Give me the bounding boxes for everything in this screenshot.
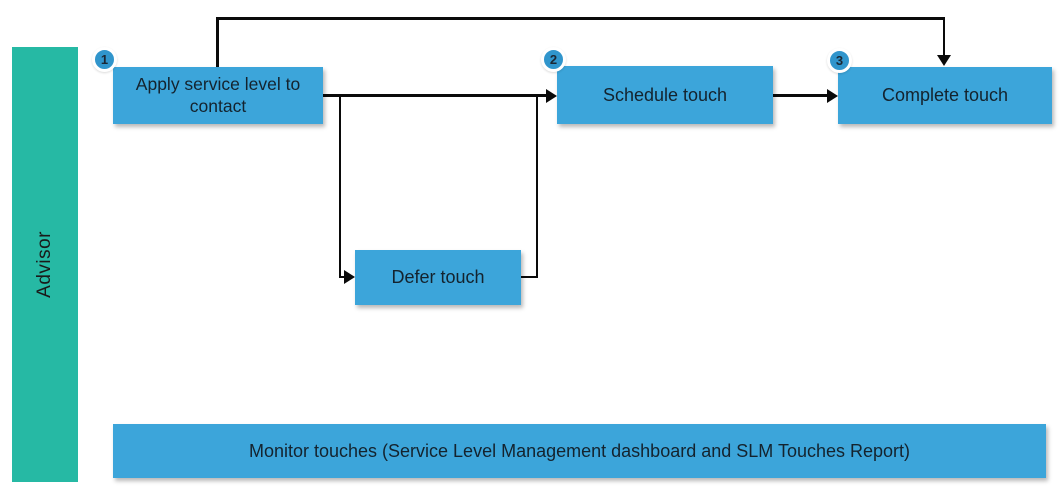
step-badge-2-number: 2 <box>549 52 558 67</box>
node-monitor-touches: Monitor touches (Service Level Managemen… <box>113 424 1046 478</box>
node-schedule-touch-label: Schedule touch <box>602 84 728 105</box>
connector-loop-up-from-apply <box>216 17 219 67</box>
connector-apply-to-schedule <box>323 94 547 97</box>
node-complete-touch-label: Complete touch <box>881 85 1009 106</box>
step-badge-3-number: 3 <box>835 53 844 68</box>
step-badge-3: 3 <box>827 48 852 73</box>
node-apply-service-level-label: Apply service level to contact <box>135 73 301 116</box>
connector-branch-into-defer <box>338 275 346 278</box>
node-apply-service-level: Apply service level to contact <box>113 67 323 124</box>
connector-defer-return-horizontal <box>521 275 538 278</box>
connector-loop-top-horizontal <box>216 17 945 20</box>
connector-branch-down-to-defer <box>338 94 341 277</box>
arrowhead-into-schedule <box>546 88 557 103</box>
arrowhead-into-defer <box>344 270 355 284</box>
arrowhead-into-complete <box>827 88 838 103</box>
step-badge-2: 2 <box>541 47 566 72</box>
step-badge-1-number: 1 <box>100 52 109 67</box>
connector-defer-return-vertical <box>535 94 538 278</box>
node-defer-touch: Defer touch <box>355 250 521 305</box>
connector-loop-down-to-complete <box>942 17 945 57</box>
node-schedule-touch: Schedule touch <box>557 66 773 124</box>
step-badge-1: 1 <box>92 47 117 72</box>
node-monitor-touches-label: Monitor touches (Service Level Managemen… <box>248 440 911 461</box>
node-defer-touch-label: Defer touch <box>391 267 485 288</box>
connector-schedule-to-complete <box>773 94 828 97</box>
arrowhead-loop-into-complete-top <box>937 55 951 66</box>
advisor-lane-label: Advisor <box>34 231 55 298</box>
node-complete-touch: Complete touch <box>838 67 1052 124</box>
advisor-lane: Advisor <box>12 47 78 482</box>
